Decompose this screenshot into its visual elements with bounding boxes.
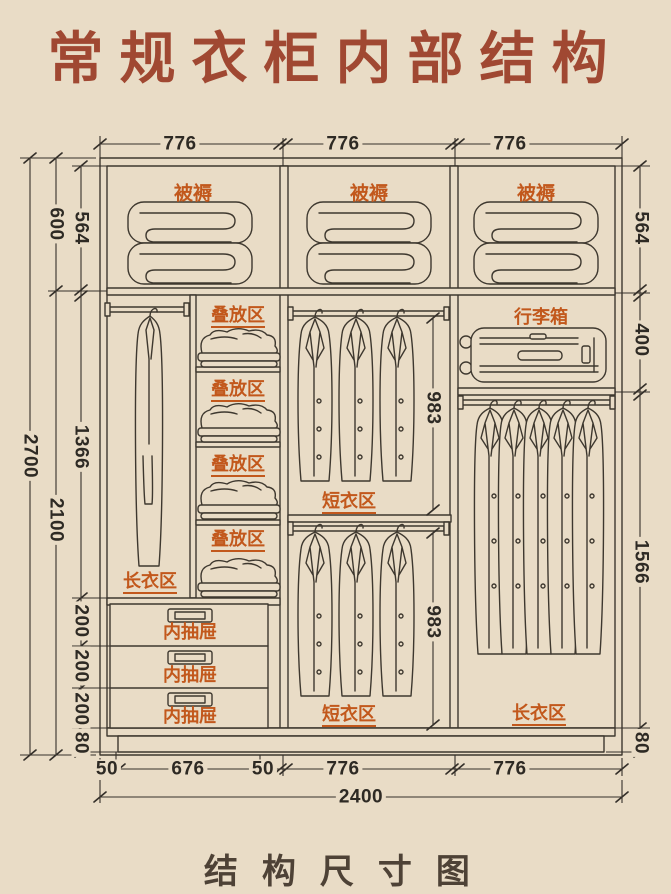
zone-label-bedding: 被褥 bbox=[173, 183, 213, 205]
dim-bottom-1: 50 bbox=[92, 759, 122, 779]
drawer-unit bbox=[109, 603, 269, 729]
hanging-rod bbox=[461, 399, 611, 406]
zone-label-drawer: 内抽屉 bbox=[163, 665, 217, 685]
dim-total-height: 2700 bbox=[20, 430, 41, 482]
zone-label-drawer: 内抽屉 bbox=[163, 706, 217, 726]
jacket-icon bbox=[338, 308, 374, 482]
dim-right-plinth: 80 bbox=[631, 728, 652, 758]
zone-label-stacking: 叠放区 bbox=[211, 530, 265, 552]
top-shelf bbox=[106, 287, 616, 296]
divider-panel-right bbox=[449, 165, 459, 729]
zone-label-stacking: 叠放区 bbox=[211, 380, 265, 402]
folded-pile-icon bbox=[197, 328, 281, 368]
dim-short-row-2: 983 bbox=[423, 602, 444, 642]
zone-label-bedding: 被褥 bbox=[349, 183, 389, 205]
dim-bottom-3: 50 bbox=[248, 759, 278, 779]
floor-board bbox=[106, 727, 616, 737]
jacket-icon bbox=[297, 523, 333, 697]
dim-top-2: 776 bbox=[323, 134, 363, 154]
zone-label-long-clothes: 长衣区 bbox=[123, 572, 177, 594]
middle-shelf bbox=[287, 514, 452, 523]
dim-total-width: 2400 bbox=[335, 787, 387, 807]
long-garment-icon bbox=[134, 307, 164, 567]
page-title: 常规衣柜内部结构 bbox=[47, 26, 624, 92]
zone-label-long-clothes: 长衣区 bbox=[512, 704, 566, 726]
plinth bbox=[117, 735, 605, 753]
jacket-icon bbox=[379, 308, 415, 482]
quilt-icon bbox=[127, 201, 253, 285]
stack-shelf bbox=[195, 519, 281, 526]
stack-shelf bbox=[195, 366, 281, 373]
dim-short-row-1: 983 bbox=[423, 388, 444, 428]
jacket-icon bbox=[379, 523, 415, 697]
dim-drawer-2: 200 bbox=[71, 646, 92, 686]
dim-top-1: 776 bbox=[160, 134, 200, 154]
zone-label-luggage: 行李箱 bbox=[514, 307, 568, 327]
zone-label-drawer: 内抽屉 bbox=[163, 622, 217, 642]
dim-left-plinth: 80 bbox=[71, 728, 92, 758]
dim-bottom-5: 776 bbox=[490, 759, 530, 779]
luggage-shelf bbox=[457, 387, 616, 396]
zone-label-short-clothes: 短衣区 bbox=[322, 705, 376, 727]
dim-upper-section: 600 bbox=[46, 204, 67, 244]
dim-left-bedding: 564 bbox=[71, 208, 92, 248]
dim-right-bedding: 564 bbox=[631, 208, 652, 248]
zone-label-stacking: 叠放区 bbox=[211, 306, 265, 328]
long-coat-icon bbox=[571, 399, 605, 655]
wardrobe-frame bbox=[99, 157, 623, 756]
folded-pile-icon bbox=[197, 558, 281, 598]
jacket-icon bbox=[297, 308, 333, 482]
quilt-icon bbox=[473, 201, 599, 285]
dim-bottom-2: 676 bbox=[168, 759, 208, 779]
folded-pile-icon bbox=[197, 403, 281, 443]
dim-drawer-3: 200 bbox=[71, 689, 92, 729]
zone-label-stacking: 叠放区 bbox=[211, 455, 265, 477]
dim-right-long: 1566 bbox=[631, 536, 652, 588]
page-caption: 结构尺寸图 bbox=[203, 852, 494, 892]
quilt-icon bbox=[306, 201, 432, 285]
dim-lower-section: 2100 bbox=[46, 494, 67, 546]
dim-right-luggage: 400 bbox=[631, 320, 652, 360]
hanging-rods bbox=[104, 302, 616, 536]
dim-bottom-4: 776 bbox=[323, 759, 363, 779]
dim-drawer-1: 200 bbox=[71, 601, 92, 641]
jacket-icon bbox=[338, 523, 374, 697]
suitcase-icon bbox=[459, 327, 607, 383]
sub-divider-panel bbox=[189, 294, 197, 599]
stack-shelf bbox=[195, 441, 281, 448]
dim-top-3: 776 bbox=[490, 134, 530, 154]
divider-panel-left bbox=[279, 165, 289, 729]
hanging-rod bbox=[107, 306, 187, 313]
zone-label-short-clothes: 短衣区 bbox=[322, 492, 376, 514]
dim-left-hanging: 1366 bbox=[71, 421, 92, 473]
folded-pile-icon bbox=[197, 480, 281, 520]
zone-label-bedding: 被褥 bbox=[516, 183, 556, 205]
